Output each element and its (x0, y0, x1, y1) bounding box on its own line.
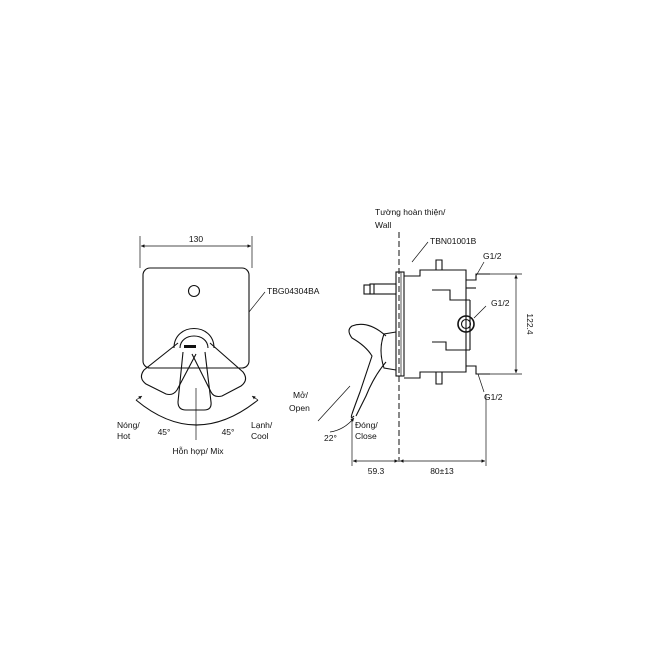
hub-indicator-mark (184, 345, 196, 348)
hot-label-line1: Nóng/ (117, 420, 140, 430)
top-nub (435, 259, 443, 270)
flange-plate (395, 271, 405, 377)
angle-left-label: 45° (158, 427, 171, 437)
width-dimension-label: 130 (189, 234, 203, 244)
port-mid-label: G1/2 (491, 298, 510, 308)
close-label-line2: Close (355, 431, 377, 441)
diverter-button (187, 284, 201, 298)
handle-hub-inner (179, 335, 209, 349)
bottom-port (466, 365, 490, 375)
lever-right-position (191, 342, 247, 398)
open-angle-arc (329, 417, 355, 433)
part-code-leader (248, 291, 266, 313)
rotation-arc (135, 399, 259, 426)
open-label-line1: Mở/ (293, 390, 309, 400)
wall-label-line1: Tường hoàn thiện/ (375, 207, 446, 217)
part-code-label: TBG04304BA (267, 286, 320, 296)
middle-port-inner (460, 318, 472, 330)
side-lever-lower (355, 361, 387, 417)
side-lever-tip (350, 413, 355, 419)
open-angle-line (317, 385, 351, 422)
cool-label-line1: Lạnh/ (251, 420, 273, 430)
port-top-leader (475, 261, 485, 277)
bottom-nub (435, 372, 443, 385)
port-bottom-label: G1/2 (484, 392, 503, 402)
side-hub (380, 331, 397, 371)
cool-label-line2: Cool (251, 431, 269, 441)
cover-plate (142, 267, 250, 369)
lever-left-position (140, 342, 197, 396)
wall-label-line2: Wall (375, 220, 391, 230)
side-view: Tường hoàn thiện/ Wall TBN01001B (289, 207, 535, 476)
port-top-label: G1/2 (483, 251, 502, 261)
handle-hub (173, 327, 215, 349)
inner-detail-top (432, 289, 470, 301)
height-dimension-label: 122.4 (525, 313, 535, 335)
top-port (466, 273, 490, 281)
close-label-line1: Đóng/ (355, 420, 378, 430)
middle-port-outer (457, 315, 475, 333)
valve-body (404, 269, 467, 379)
arc-arrow-left (135, 395, 143, 401)
inner-detail-bottom (432, 341, 470, 351)
lever-center (177, 351, 212, 411)
dim-depth-label: 80±13 (430, 466, 454, 476)
dim-front-label: 59.3 (368, 466, 385, 476)
open-label-line2: Open (289, 403, 310, 413)
button-cap (363, 284, 371, 295)
body-code-label: TBN01001B (430, 236, 477, 246)
arc-arrow-right (251, 395, 259, 401)
open-angle-label: 22° (324, 433, 337, 443)
port-mid-leader (473, 305, 487, 319)
side-lever-upper (348, 323, 387, 415)
port-bottom-leader (477, 373, 485, 393)
hot-label-line2: Hot (117, 431, 131, 441)
front-view: 130 TBG04304BA 45° 45° Nóng/ Hot Lạnh/ C… (117, 234, 320, 456)
angle-right-label: 45° (222, 427, 235, 437)
body-code-leader (411, 241, 429, 263)
mix-label: Hỗn hợp/ Mix (173, 446, 225, 456)
